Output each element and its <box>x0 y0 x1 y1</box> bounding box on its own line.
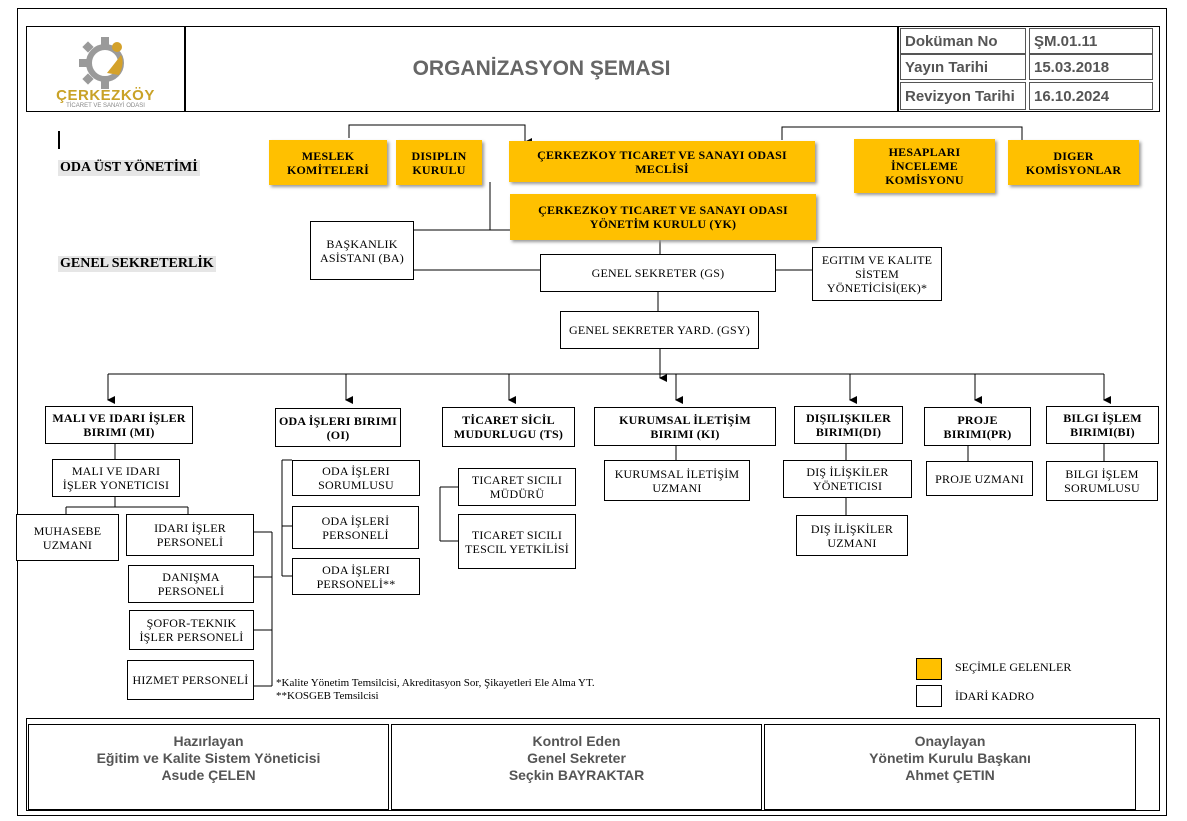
box-danisma-personeli: DANIŞMA PERSONELİ <box>128 565 254 603</box>
legend-label-admin: İDARİ KADRO <box>955 689 1034 703</box>
footer-approved-role: Onaylayan <box>914 733 986 749</box>
revision-date-value: 16.10.2024 <box>1029 82 1153 110</box>
doc-no-value: ŞM.01.11 <box>1029 28 1153 54</box>
box-unit-ki: KURUMSAL İLETİŞİM BIRIMI (KI) <box>594 407 776 446</box>
box-genel-sekreter-yard: GENEL SEKRETER YARD. (GSY) <box>560 311 759 349</box>
logo-cell: ÇERKEZKÖY TİCARET VE SANAYİ ODASI <box>26 26 185 112</box>
box-oi-sorumlusu: ODA İŞLERI SORUMLUSU <box>292 460 420 496</box>
box-oi-personeli-2: ODA İŞLERI PERSONELİ** <box>292 558 420 595</box>
box-proje-uzmani: PROJE UZMANI <box>926 461 1033 496</box>
text-cursor <box>58 131 60 149</box>
logo-subtitle: TİCARET VE SANAYİ ODASI <box>66 103 145 109</box>
footer-checked-name: Seçkin BAYRAKTAR <box>508 767 645 783</box>
box-muhasebe-uzmani: MUHASEBE UZMANI <box>16 514 119 561</box>
footer-checked: Kontrol Eden Genel Sekreter Seçkin BAYRA… <box>391 724 762 810</box>
footer-checked-title: Genel Sekreter <box>527 750 626 766</box>
box-sofor-teknik: ŞOFOR-TEKNIK İŞLER PERSONELİ <box>129 610 254 650</box>
box-mi-yonetici: MALI VE IDARI İŞLER YONETICISI <box>52 459 180 497</box>
footnote-2: **KOSGEB Temsilcisi <box>276 690 379 702</box>
footer-approved-name: Ahmet ÇETIN <box>905 767 995 783</box>
footer-frame <box>26 718 1160 811</box>
box-unit-ts: TİCARET SİCİL MUDURLUGU (TS) <box>442 407 575 447</box>
footer-approved: Onaylayan Yönetim Kurulu Başkanı Ahmet Ç… <box>764 724 1136 810</box>
box-genel-sekreter: GENEL SEKRETER (GS) <box>540 254 776 292</box>
box-bi-sorumlusu: BILGI İŞLEM SORUMLUSU <box>1046 461 1158 501</box>
page-frame <box>17 8 1167 816</box>
logo-name: ÇERKEZKÖY <box>56 87 155 104</box>
footer-prepared-title: Eğitim ve Kalite Sistem Yöneticisi <box>96 750 321 766</box>
box-unit-bi: BILGI İŞLEM BIRIMI(BI) <box>1046 406 1159 444</box>
footer-checked-role: Kontrol Eden <box>532 733 621 749</box>
level-label-top: ODA ÜST YÖNETİMİ <box>58 160 200 176</box>
footer-prepared: Hazırlayan Eğitim ve Kalite Sistem Yönet… <box>28 724 389 810</box>
footer-prepared-role: Hazırlayan <box>173 733 244 749</box>
box-oi-personeli-1: ODA İŞLERİ PERSONELİ <box>292 506 419 549</box>
publish-date-value: 15.03.2018 <box>1029 54 1153 80</box>
box-meclis: ÇERKEZKOY TICARET VE SANAYI ODASI MECLİS… <box>509 141 815 182</box>
doc-no-label: Doküman No <box>900 28 1026 54</box>
footnote-1: *Kalite Yönetim Temsilcisi, Akreditasyon… <box>276 677 595 689</box>
box-idari-isler-personeli: IDARI İŞLER PERSONELİ <box>126 514 254 556</box>
revision-date-label: Revizyon Tarihi <box>900 82 1026 110</box>
legend-label-elected: SEÇİMLE GELENLER <box>955 660 1072 674</box>
title-cell: ORGANİZASYON ŞEMASI <box>185 26 898 112</box>
box-hizmet-personeli: HIZMET PERSONELİ <box>127 660 254 700</box>
box-diger-komisyonlar: DIGER KOMİSYONLAR <box>1008 140 1139 185</box>
box-unit-di: DIŞILIŞKILER BIRIMI(DI) <box>794 406 903 444</box>
box-egitim-kalite: EGITIM VE KALITE SİSTEM YÖNETİCİSİ(EK)* <box>812 247 942 301</box>
box-meslek-komiteleri: MESLEK KOMİTELERİ <box>269 140 387 185</box>
box-ts-muduru: TICARET SICILI MÜDÜRÜ <box>458 468 576 506</box>
legend-swatch-admin <box>916 685 942 707</box>
box-disiplin-kurulu: DISIPLIN KURULU <box>396 140 482 185</box>
publish-date-label: Yayın Tarihi <box>900 54 1026 80</box>
box-di-yonetici: DIŞ İLİŞKİLER YÖNETICISI <box>783 460 912 498</box>
box-di-uzmani: DIŞ İLİŞKİLER UZMANI <box>796 515 908 556</box>
box-hesaplari-inceleme: HESAPLARI İNCELEME KOMİSYONU <box>854 139 995 193</box>
box-unit-pr: PROJE BIRIMI(PR) <box>924 407 1031 446</box>
legend-swatch-elected <box>916 658 942 680</box>
footer-approved-title: Yönetim Kurulu Başkanı <box>869 750 1031 766</box>
box-baskanlik-asistani: BAŞKANLIK ASİSTANI (BA) <box>310 221 414 280</box>
logo-gear-icon <box>79 37 124 89</box>
footer-prepared-name: Asude ÇELEN <box>161 767 256 783</box>
box-unit-mi: MALI VE IDARI İŞLER BIRIMI (MI) <box>45 406 193 444</box>
box-unit-oi: ODA İŞLERI BIRIMI (OI) <box>275 408 401 447</box>
page-title: ORGANİZASYON ŞEMASI <box>412 57 671 80</box>
box-ki-uzmani: KURUMSAL İLETİŞİM UZMANI <box>604 460 750 501</box>
level-label-gs: GENEL SEKRETERLİK <box>58 256 216 272</box>
meta-cell <box>898 26 1160 112</box>
box-ts-tescil-yetkilisi: TICARET SICILI TESCIL YETKİLİSİ <box>458 514 576 569</box>
box-yonetim-kurulu: ÇERKEZKOY TICARET VE SANAYI ODASI YÖNETİ… <box>510 194 816 240</box>
